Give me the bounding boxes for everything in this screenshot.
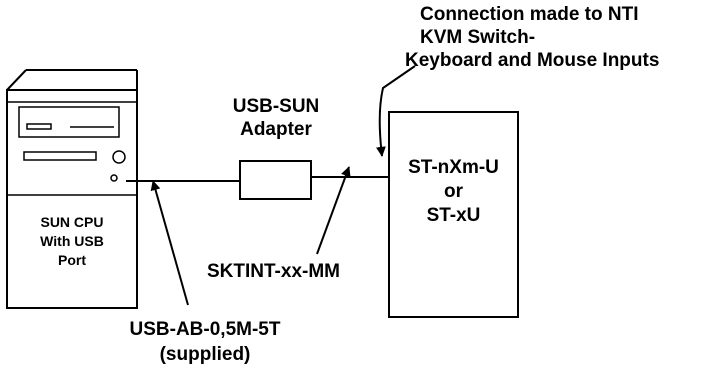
- adapter-label-line-2: Adapter: [240, 119, 312, 140]
- switch-label-line-3: ST-xU: [426, 205, 481, 226]
- cpu-tower: [6, 69, 138, 309]
- cpu-label-line-1: SUN CPU: [40, 214, 104, 230]
- usb-cable-label-line-1: USB-AB-0,5M-5T: [129, 319, 281, 340]
- connection-arrow: [375, 65, 416, 157]
- sktint-cable-label: SKTINT-xx-MM: [207, 261, 340, 282]
- usb-sun-adapter-box: [239, 160, 312, 200]
- drive-bay-1: [18, 106, 120, 138]
- kvm-switch-box: [388, 111, 519, 318]
- usb-cable-label-line-2: (supplied): [159, 344, 251, 365]
- usb-cable-arrow: [150, 180, 189, 306]
- sktint-arrow: [316, 166, 351, 255]
- switch-label-line-1: ST-nXm-U: [408, 157, 499, 178]
- power-button-icon: [112, 150, 126, 164]
- drive-bay-2: [23, 151, 97, 161]
- cpu-label-line-2: With USB: [40, 233, 104, 249]
- switch-label-line-2: or: [444, 181, 463, 202]
- adapter-label-line-1: USB-SUN: [232, 96, 320, 117]
- connection-note-line-3: Keyboard and Mouse Inputs: [405, 50, 660, 71]
- cpu-label-line-3: Port: [58, 252, 86, 268]
- usb-port-icon: [110, 174, 118, 182]
- connection-note-line-1: Connection made to NTI: [420, 4, 639, 25]
- connection-note-line-2: KVM Switch-: [420, 27, 536, 48]
